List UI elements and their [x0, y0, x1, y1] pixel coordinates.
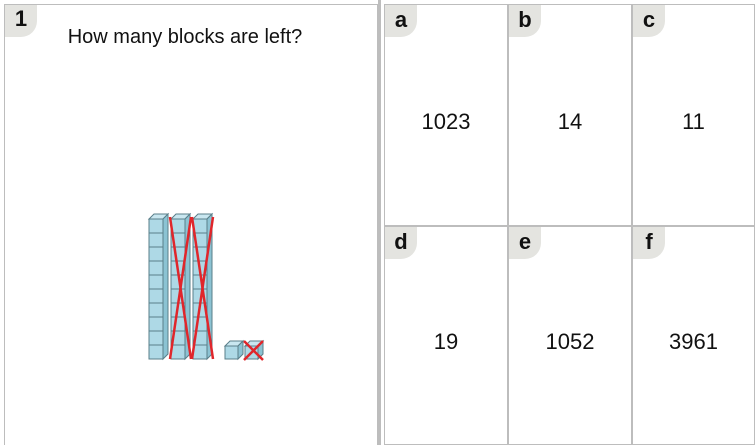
answer-option-e[interactable]: e 1052 — [508, 226, 632, 445]
question-panel: 1 How many blocks are left? — [4, 4, 378, 445]
option-letter: d — [385, 227, 417, 259]
option-value: 1023 — [385, 109, 507, 135]
answer-option-f[interactable]: f 3961 — [632, 226, 755, 445]
option-letter: f — [633, 227, 665, 259]
option-value: 3961 — [633, 329, 754, 355]
ten-rod-1 — [149, 214, 168, 359]
option-letter: c — [633, 5, 665, 37]
answer-option-a[interactable]: a 1023 — [384, 4, 508, 226]
option-value: 1052 — [509, 329, 631, 355]
answer-option-b[interactable]: b 14 — [508, 4, 632, 226]
answer-option-c[interactable]: c 11 — [632, 4, 755, 226]
option-value: 19 — [385, 329, 507, 355]
answer-option-d[interactable]: d 19 — [384, 226, 508, 445]
answer-grid: a 1023 b 14 c 11 d 19 e 1052 f 3961 — [381, 0, 755, 445]
option-value: 14 — [509, 109, 631, 135]
option-letter: b — [509, 5, 541, 37]
base-ten-blocks-illustration — [5, 5, 379, 446]
option-letter: a — [385, 5, 417, 37]
option-letter: e — [509, 227, 541, 259]
unit-cube-1 — [225, 341, 243, 359]
option-value: 11 — [633, 109, 754, 135]
